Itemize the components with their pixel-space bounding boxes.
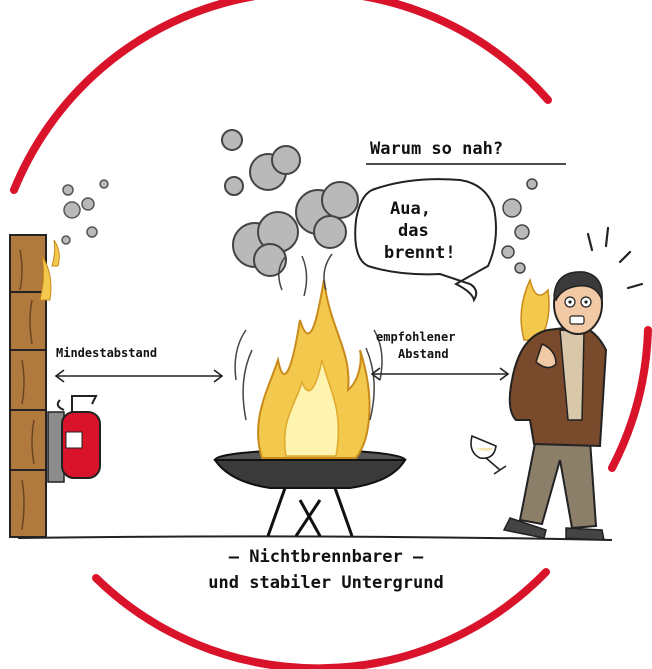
- speech-line-1: Aua,: [390, 199, 431, 219]
- speech-bubble: Aua, das brennt!: [355, 179, 496, 300]
- wooden-post-icon: [10, 235, 46, 537]
- left-smoke-icon: [62, 180, 108, 244]
- left-distance-label: Mindestabstand: [56, 346, 157, 360]
- ground-label-line2: und stabiler Untergrund: [208, 573, 443, 593]
- smoke-icon: [222, 130, 358, 296]
- right-double-arrow-icon: [372, 368, 508, 380]
- headline: Warum so nah?: [370, 139, 503, 159]
- left-double-arrow-icon: [56, 370, 222, 382]
- person-icon: [504, 228, 642, 540]
- fire-bowl-icon: [215, 450, 405, 536]
- right-smoke-icon: [502, 179, 537, 273]
- fire-extinguisher-icon: [48, 396, 100, 482]
- ring-right-arc: [612, 330, 648, 468]
- flame-icon: [235, 280, 382, 458]
- ground-line: [18, 536, 612, 540]
- right-distance-label-line1: empfohlener: [376, 330, 455, 344]
- right-distance-label-line2: Abstand: [398, 347, 449, 361]
- ground-label-line1: – Nichtbrennbarer –: [229, 547, 424, 567]
- wine-glass-icon: [471, 436, 506, 474]
- speech-line-3: brennt!: [384, 243, 456, 263]
- speech-line-2: das: [398, 221, 429, 241]
